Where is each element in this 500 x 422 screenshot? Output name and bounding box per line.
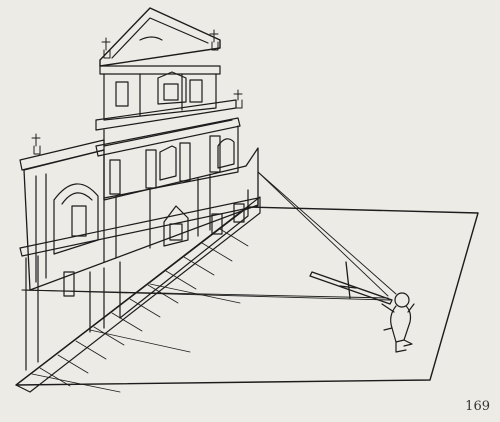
roof-statues [31, 29, 243, 155]
sight-lines [21, 171, 397, 301]
upper-tower [95, 7, 241, 157]
main-facade-wall [19, 147, 259, 371]
middle-storey [19, 125, 239, 199]
measuring-rod [309, 261, 393, 305]
page-number: 169 [465, 399, 490, 414]
observer-figure [381, 292, 415, 353]
plinth-hatching [15, 196, 261, 393]
